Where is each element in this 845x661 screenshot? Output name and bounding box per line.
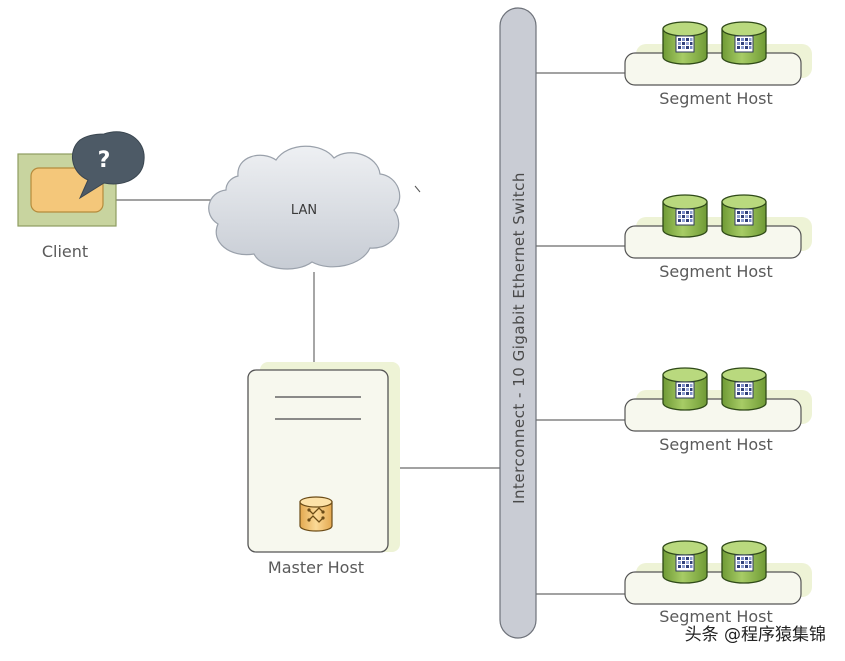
question-bubble-icon: ?	[72, 131, 145, 200]
segment-host: Segment Host	[624, 21, 812, 108]
segment-database-icon	[662, 540, 708, 584]
connection-lines	[116, 72, 626, 595]
lan-label: LAN	[291, 203, 317, 218]
master-host-box	[247, 369, 389, 553]
stray-mark	[414, 185, 421, 193]
client-node: ? Client	[17, 131, 145, 261]
segment-host-tray	[624, 398, 802, 432]
switch-bar	[499, 7, 537, 639]
segment-database-icon	[662, 194, 708, 238]
segment-host-label: Segment Host	[659, 435, 773, 454]
segment-host: Segment Host	[624, 367, 812, 454]
segment-database-icon	[662, 21, 708, 65]
master-host-node: Master Host	[247, 362, 400, 577]
segment-host-tray	[624, 571, 802, 605]
lan-node: LAN	[208, 145, 401, 270]
master-host-label: Master Host	[268, 558, 364, 577]
segment-database-icon	[721, 540, 767, 584]
segment-database-icon	[721, 194, 767, 238]
cloud-icon	[208, 145, 401, 270]
database-icon	[299, 496, 333, 532]
segment-host-label: Segment Host	[659, 89, 773, 108]
client-label: Client	[42, 242, 88, 261]
segment-host-tray	[624, 52, 802, 86]
ethernet-switch: Interconnect - 10 Gigabit Ethernet Switc…	[499, 7, 537, 639]
question-mark: ?	[98, 148, 111, 173]
segment-database-icon	[662, 367, 708, 411]
segment-host-tray	[624, 225, 802, 259]
watermark-text: 头条 @程序猿集锦	[685, 625, 826, 645]
segment-database-icon	[721, 367, 767, 411]
segment-host-label: Segment Host	[659, 262, 773, 281]
segment-host-label: Segment Host	[659, 607, 773, 626]
segment-database-icon	[721, 21, 767, 65]
segment-host: Segment Host	[624, 540, 812, 626]
switch-label: Interconnect - 10 Gigabit Ethernet Switc…	[510, 172, 528, 504]
segment-host: Segment Host	[624, 194, 812, 281]
